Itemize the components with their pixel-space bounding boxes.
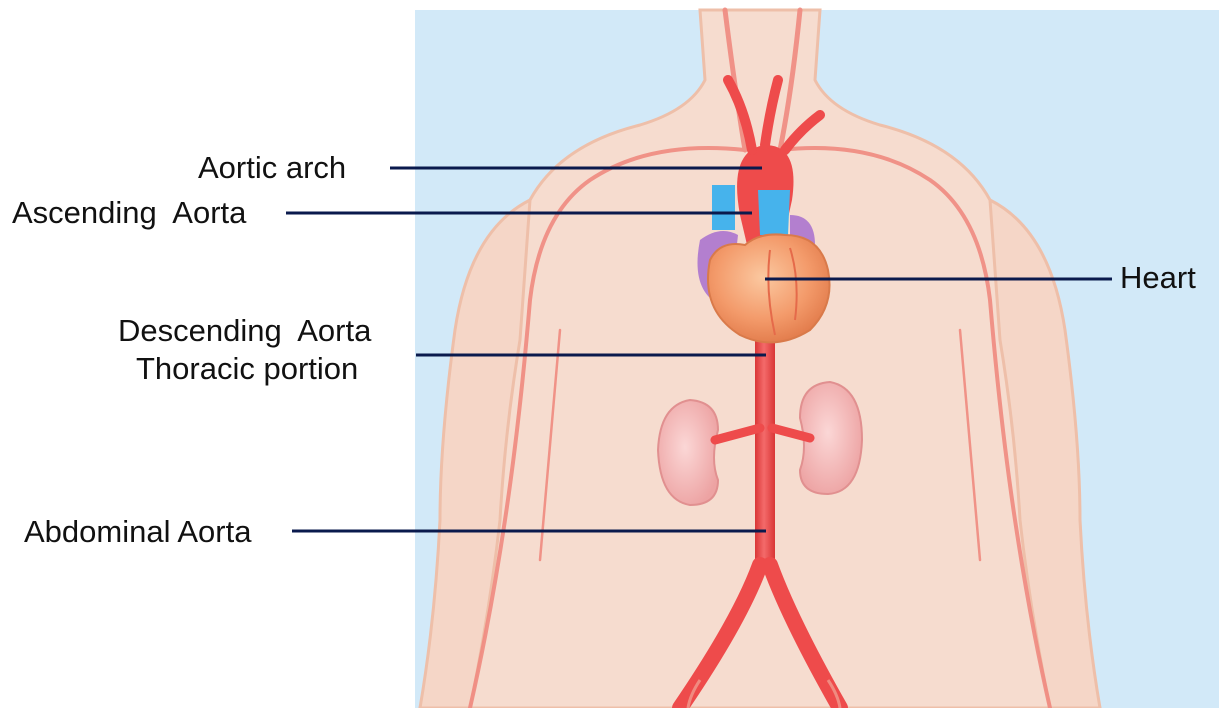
left-kidney <box>658 400 718 505</box>
label-ascending-aorta: Ascending Aorta <box>12 195 246 231</box>
label-aortic-arch: Aortic arch <box>198 150 346 186</box>
label-descending-aorta: Descending Aorta <box>118 313 371 349</box>
label-thoracic-portion: Thoracic portion <box>136 351 358 387</box>
label-abdominal-aorta: Abdominal Aorta <box>24 514 251 550</box>
label-heart: Heart <box>1120 260 1196 296</box>
vena-cava <box>712 185 735 230</box>
pulmonary-trunk <box>758 190 790 235</box>
